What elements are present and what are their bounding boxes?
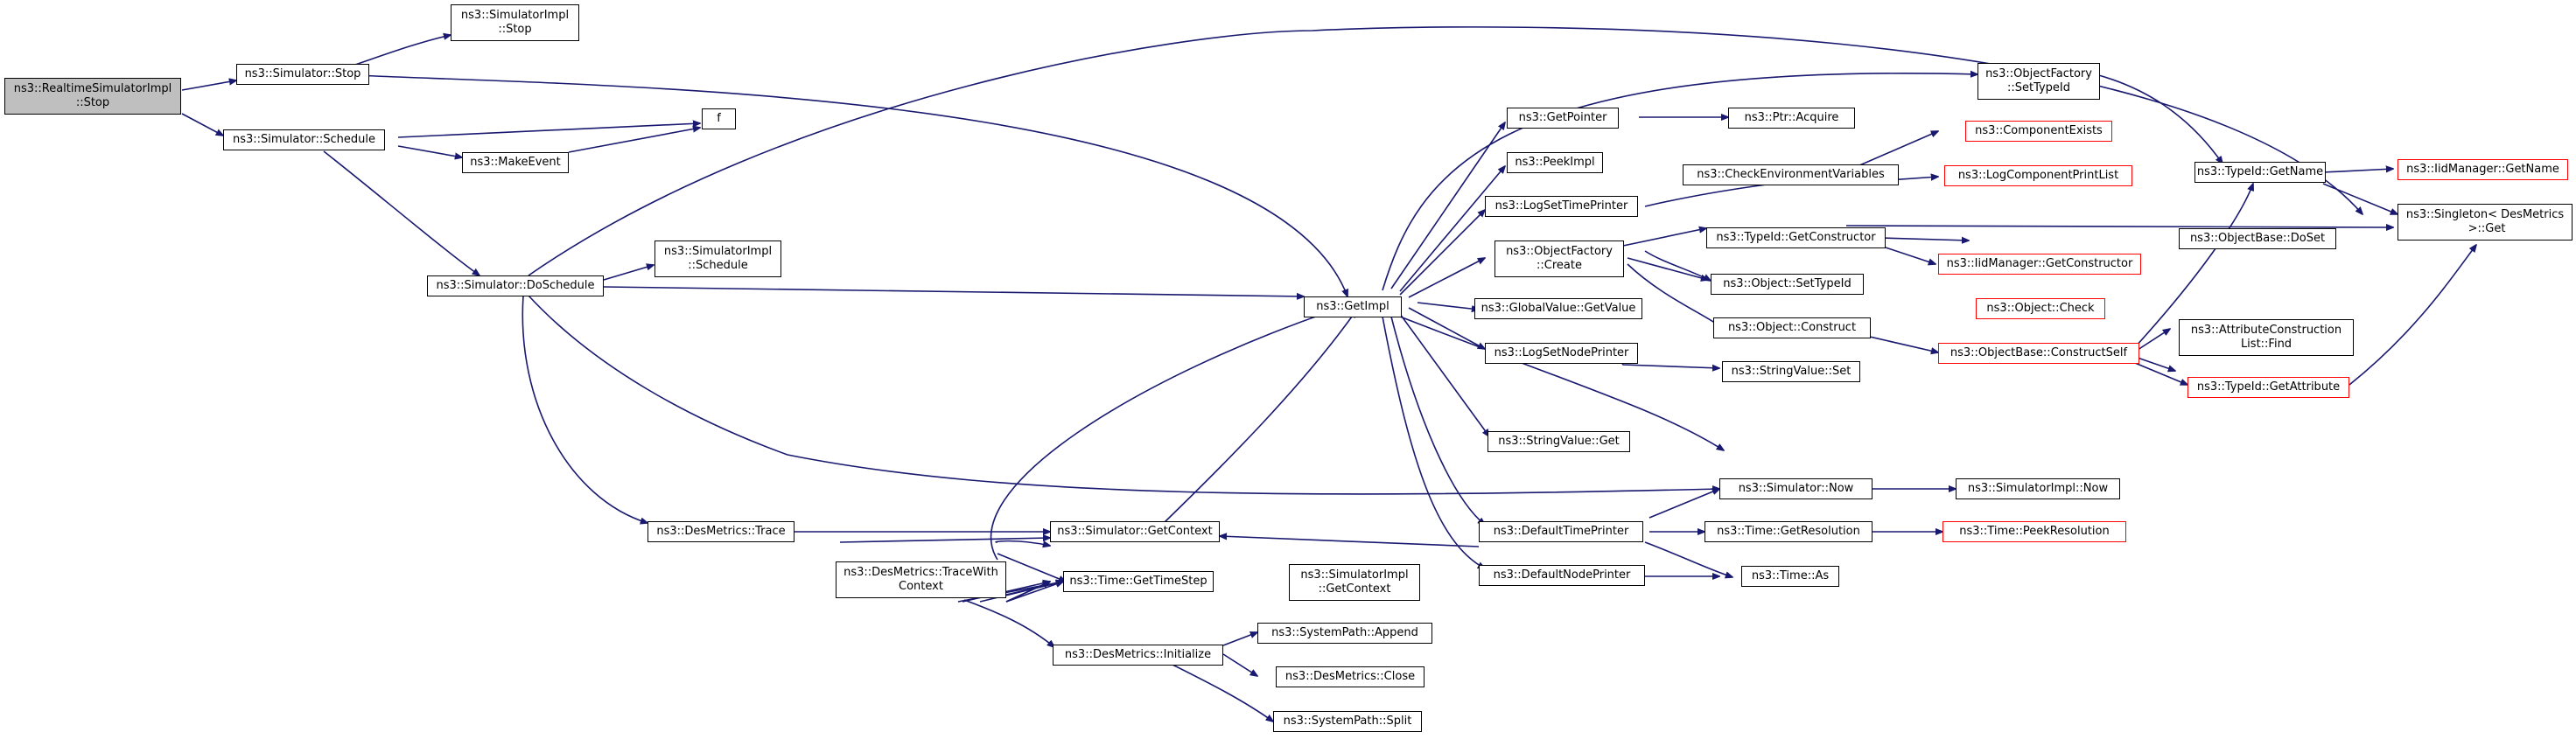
node-simulator-getcontext[interactable]: ns3::Simulator::GetContext <box>1050 521 1220 542</box>
node-object-settypeid[interactable]: ns3::Object::SetTypeId <box>1711 274 1864 295</box>
node-systempath-split[interactable]: ns3::SystemPath::Split <box>1273 711 1422 732</box>
node-desmetrics-tracewithcontext[interactable]: ns3::DesMetrics::TraceWith Context <box>836 561 1006 598</box>
node-ptr-acquire[interactable]: ns3::Ptr::Acquire <box>1728 108 1855 129</box>
node-time-as[interactable]: ns3::Time::As <box>1741 566 1839 587</box>
node-typeid-getname[interactable]: ns3::TypeId::GetName <box>2194 162 2326 183</box>
node-typeid-getattribute[interactable]: ns3::TypeId::GetAttribute <box>2188 377 2349 398</box>
node-object-construct[interactable]: ns3::Object::Construct <box>1713 317 1871 338</box>
node-make-event[interactable]: ns3::MakeEvent <box>462 152 569 173</box>
node-objectbase-doset[interactable]: ns3::ObjectBase::DoSet <box>2179 228 2336 249</box>
node-simulator-schedule[interactable]: ns3::Simulator::Schedule <box>223 129 385 150</box>
node-simulator-stop[interactable]: ns3::Simulator::Stop <box>236 64 369 85</box>
node-logcomponentprintlist[interactable]: ns3::LogComponentPrintList <box>1944 165 2132 186</box>
node-check-environment-variables[interactable]: ns3::CheckEnvironmentVariables <box>1683 164 1899 185</box>
node-simulator-doschedule[interactable]: ns3::Simulator::DoSchedule <box>427 275 604 296</box>
node-desmetrics-initialize[interactable]: ns3::DesMetrics::Initialize <box>1053 645 1223 666</box>
node-iidmanager-getname[interactable]: ns3::IidManager::GetName <box>2398 159 2568 180</box>
node-simulatorimpl-getcontext[interactable]: ns3::SimulatorImpl ::GetContext <box>1289 564 1420 601</box>
node-defaultnodeprinter[interactable]: ns3::DefaultNodePrinter <box>1479 565 1645 586</box>
node-desmetrics-close[interactable]: ns3::DesMetrics::Close <box>1276 666 1424 687</box>
node-stringvalue-get[interactable]: ns3::StringValue::Get <box>1488 431 1630 452</box>
node-systempath-append[interactable]: ns3::SystemPath::Append <box>1257 623 1432 644</box>
node-time-getresolution[interactable]: ns3::Time::GetResolution <box>1704 521 1872 542</box>
node-stringvalue-set[interactable]: ns3::StringValue::Set <box>1722 361 1860 382</box>
node-simulatorimpl-stop[interactable]: ns3::SimulatorImpl ::Stop <box>451 4 579 41</box>
node-getpointer[interactable]: ns3::GetPointer <box>1507 108 1619 129</box>
node-typeid-getconstructor[interactable]: ns3::TypeId::GetConstructor <box>1706 227 1886 248</box>
node-logsettimeprinter[interactable]: ns3::LogSetTimePrinter <box>1485 196 1638 217</box>
node-attributeconstructionlist-find[interactable]: ns3::AttributeConstruction List::Find <box>2179 319 2354 356</box>
node-desmetrics-trace[interactable]: ns3::DesMetrics::Trace <box>648 521 794 542</box>
node-globalvalue-getvalue[interactable]: ns3::GlobalValue::GetValue <box>1474 298 1642 319</box>
node-logsetnodeprinter[interactable]: ns3::LogSetNodePrinter <box>1485 343 1638 364</box>
node-simulatorimpl-now[interactable]: ns3::SimulatorImpl::Now <box>1956 478 2120 499</box>
node-componentexists[interactable]: ns3::ComponentExists <box>1965 121 2112 142</box>
node-f[interactable]: f <box>702 108 736 129</box>
node-time-peekresolution[interactable]: ns3::Time::PeekResolution <box>1942 521 2126 542</box>
root-node: ns3::RealtimeSimulatorImpl ::Stop <box>4 78 181 115</box>
node-peekimpl[interactable]: ns3::PeekImpl <box>1507 152 1603 173</box>
node-singleton-desmetrics-get[interactable]: ns3::Singleton< DesMetrics >::Get <box>2398 204 2572 241</box>
node-time-gettimestep[interactable]: ns3::Time::GetTimeStep <box>1063 571 1214 592</box>
node-getimpl[interactable]: ns3::GetImpl <box>1304 296 1402 317</box>
call-edges <box>181 26 2476 722</box>
node-simulatorimpl-schedule[interactable]: ns3::SimulatorImpl ::Schedule <box>654 241 781 277</box>
node-object-check[interactable]: ns3::Object::Check <box>1976 298 2105 319</box>
node-objectfactory-settypeid[interactable]: ns3::ObjectFactory ::SetTypeId <box>1978 63 2100 100</box>
node-defaulttimeprinter[interactable]: ns3::DefaultTimePrinter <box>1479 521 1643 542</box>
node-iidmanager-getconstructor[interactable]: ns3::IidManager::GetConstructor <box>1938 254 2141 275</box>
node-objectfactory-create[interactable]: ns3::ObjectFactory ::Create <box>1494 241 1624 277</box>
node-objectbase-constructself[interactable]: ns3::ObjectBase::ConstructSelf <box>1938 343 2139 364</box>
node-simulator-now[interactable]: ns3::Simulator::Now <box>1719 478 1872 499</box>
